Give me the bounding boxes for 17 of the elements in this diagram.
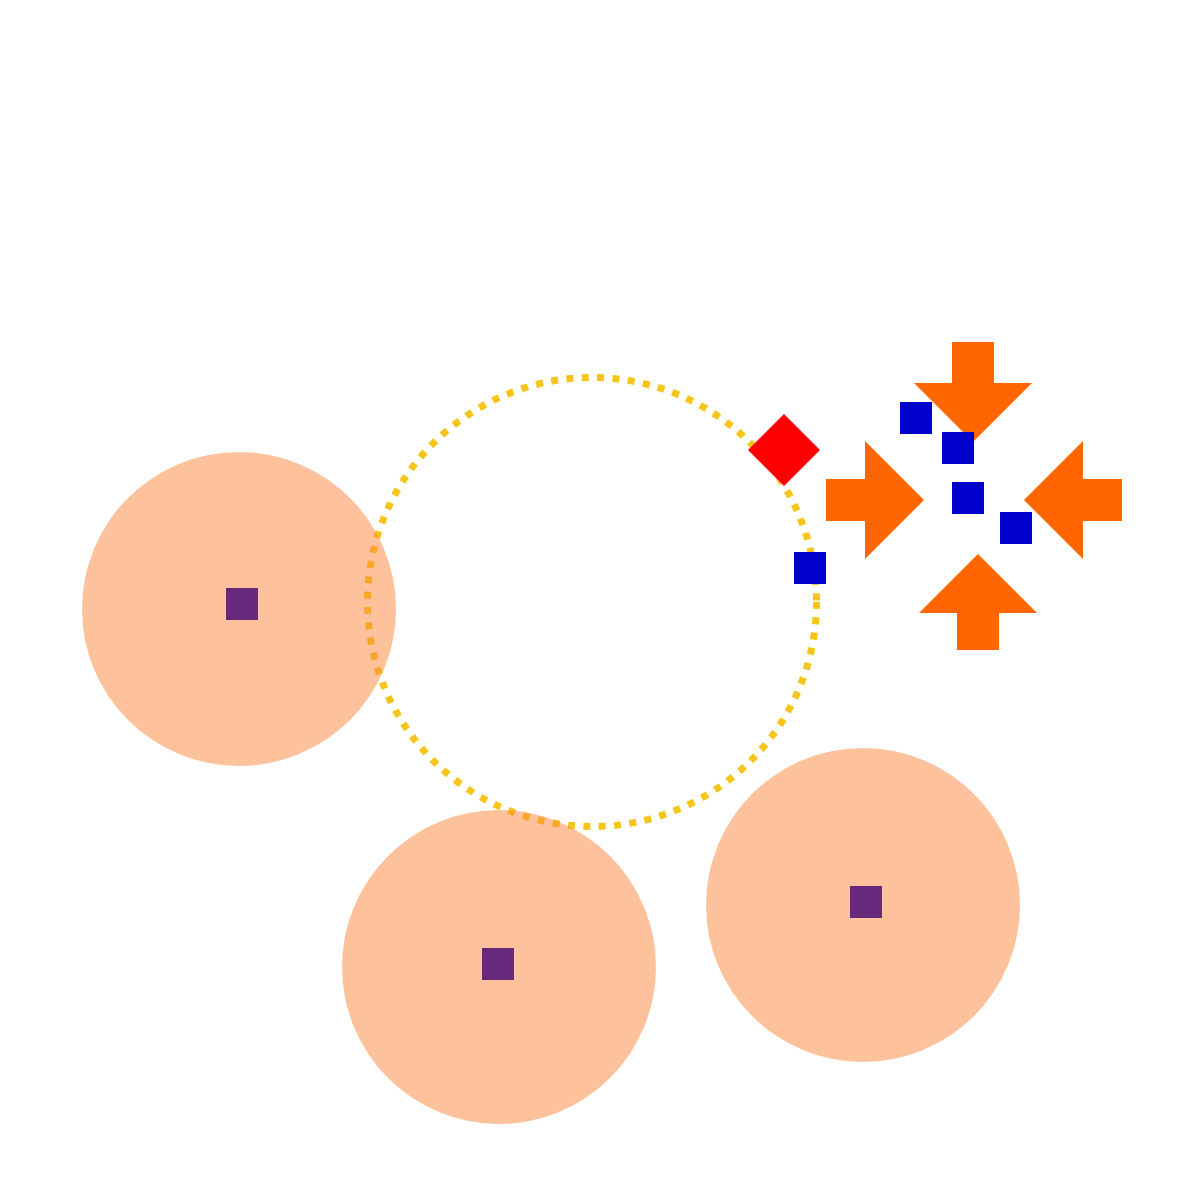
- shaded-circle: [342, 810, 656, 1124]
- shaded-circle: [82, 452, 396, 766]
- block-arrow: [826, 441, 924, 559]
- dotted-circle: [364, 374, 820, 830]
- square-marker: [1000, 512, 1032, 544]
- block-arrow: [914, 342, 1032, 442]
- center-square: [482, 948, 514, 980]
- shaded-circle: [706, 748, 1020, 1062]
- block-arrow: [1024, 441, 1122, 559]
- square-marker: [942, 432, 974, 464]
- diamond-marker: [748, 414, 820, 486]
- block-arrow: [919, 554, 1037, 650]
- square-marker: [952, 482, 984, 514]
- square-marker: [794, 552, 826, 584]
- center-square: [226, 588, 258, 620]
- square-marker: [900, 402, 932, 434]
- center-square: [850, 886, 882, 918]
